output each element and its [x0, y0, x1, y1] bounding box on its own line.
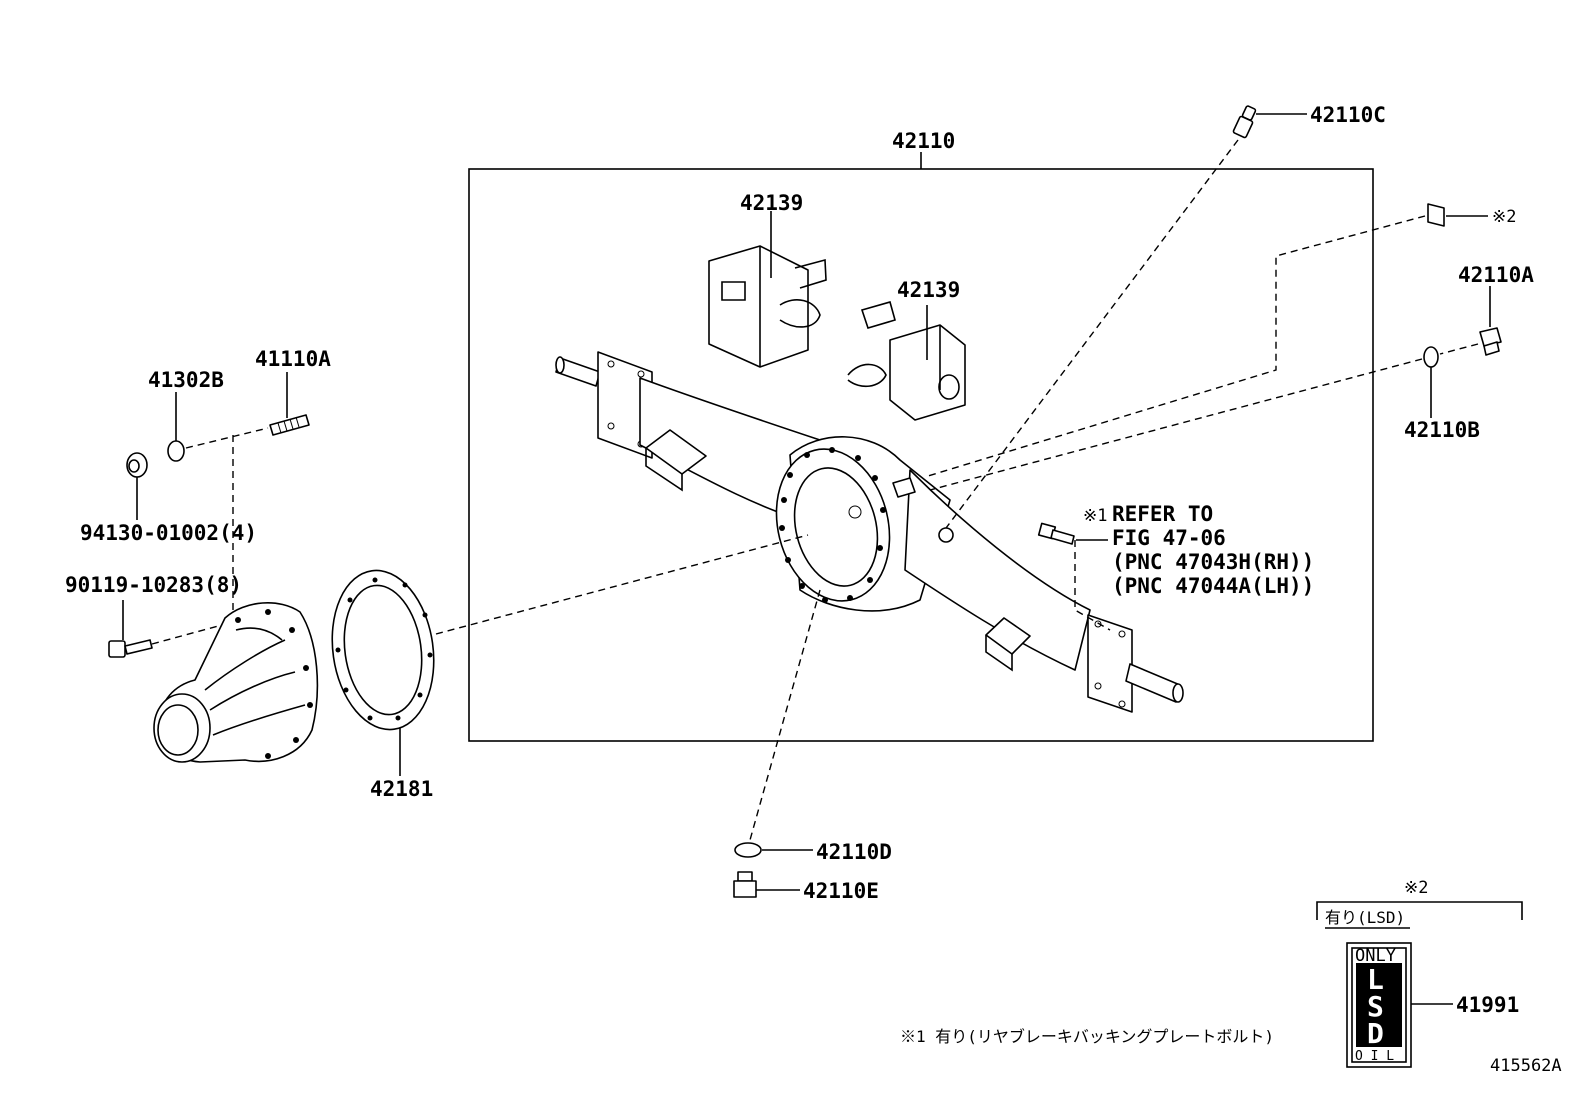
label-42181[interactable]: 42181 — [370, 777, 433, 801]
label-41302B[interactable]: 41302B — [148, 368, 224, 392]
label-42110E[interactable]: 42110E — [803, 879, 879, 903]
breather-plug[interactable] — [1232, 105, 1257, 139]
lsd-tag-icon — [1427, 203, 1445, 227]
bracket-upper[interactable] — [708, 245, 827, 368]
differential-carrier[interactable] — [153, 602, 319, 763]
lsd-oil-plate[interactable]: ONLY L S D O I L — [1346, 942, 1412, 1068]
label-90119-10283[interactable]: 90119-10283(8) — [65, 573, 242, 597]
fill-plug-gasket[interactable] — [1423, 346, 1439, 368]
label-42110B[interactable]: 42110B — [1404, 418, 1480, 442]
drain-plug-gasket[interactable] — [734, 842, 762, 858]
note1-pnc-rh: (PNC 47043H(RH)) — [1112, 550, 1314, 574]
stud-bolt[interactable] — [269, 414, 310, 436]
note1-refer-to: REFER TO — [1112, 502, 1213, 526]
lsd-plate-l: L — [1367, 963, 1384, 996]
label-42110C[interactable]: 42110C — [1310, 103, 1386, 127]
lsd-box-caption: 有り(LSD) — [1325, 908, 1405, 927]
washer[interactable] — [167, 440, 185, 462]
label-41110A[interactable]: 41110A — [255, 347, 331, 371]
lsd-plate-only: ONLY — [1355, 946, 1396, 966]
nut[interactable] — [126, 452, 148, 478]
lsd-plate-d: D — [1367, 1017, 1384, 1050]
note1-pnc-lh: (PNC 47044A(LH)) — [1112, 574, 1314, 598]
drain-plug[interactable] — [733, 871, 757, 898]
carrier-gasket[interactable] — [322, 564, 443, 736]
assembly-frame — [468, 168, 1374, 742]
note1-fig: FIG 47-06 — [1112, 526, 1226, 550]
lsd-box-bracket — [1316, 901, 1523, 920]
label-42110[interactable]: 42110 — [892, 129, 955, 153]
backing-plate-bolt[interactable] — [1037, 522, 1075, 545]
axle-housing[interactable] — [555, 351, 1184, 713]
note2-ref-label: ※2 — [1492, 207, 1516, 227]
label-42110A[interactable]: 42110A — [1458, 263, 1534, 287]
label-42110D[interactable]: 42110D — [816, 840, 892, 864]
footnote-1: ※1 有り(リヤブレーキバッキングプレートボルト) — [900, 1027, 1274, 1046]
fill-plug[interactable] — [1479, 327, 1502, 356]
diagram-id: 415562A — [1490, 1056, 1562, 1076]
lsd-box-title: ※2 — [1404, 878, 1428, 898]
lsd-plate-oil: O I L — [1355, 1049, 1394, 1064]
carrier-bolt[interactable] — [108, 639, 153, 658]
label-41991[interactable]: 41991 — [1456, 993, 1519, 1017]
lsd-plate-s: S — [1367, 990, 1384, 1023]
label-42139-lower[interactable]: 42139 — [897, 278, 960, 302]
label-94130-01002[interactable]: 94130-01002(4) — [80, 521, 257, 545]
note1-mark: ※1 — [1083, 506, 1107, 526]
bracket-lower[interactable] — [847, 301, 966, 421]
label-42139-upper[interactable]: 42139 — [740, 191, 803, 215]
